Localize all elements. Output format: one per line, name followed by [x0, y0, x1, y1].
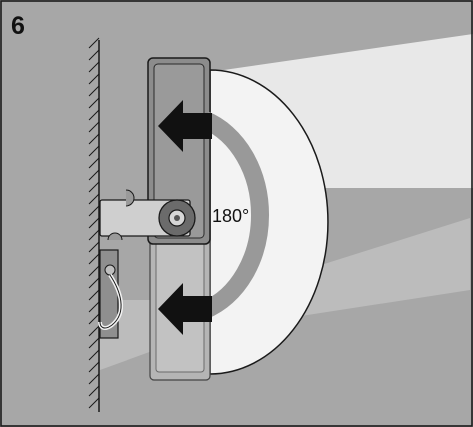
bracket-hinge-top: [125, 189, 135, 207]
step-number: 6: [11, 12, 25, 40]
wall-hatching: [88, 37, 100, 409]
pivot-screw-center: [174, 215, 180, 221]
bracket-hinge-bottom: [107, 232, 123, 241]
rotate-up-arrow-icon: [158, 100, 212, 152]
lamp-front-lens: [153, 63, 205, 239]
rotate-down-arrow-icon: [158, 283, 212, 335]
power-cable-outline: [99, 274, 122, 329]
rotation-angle-label: 180°: [212, 206, 250, 226]
cable-gland: [104, 264, 116, 276]
rotation-arc: [201, 111, 269, 319]
